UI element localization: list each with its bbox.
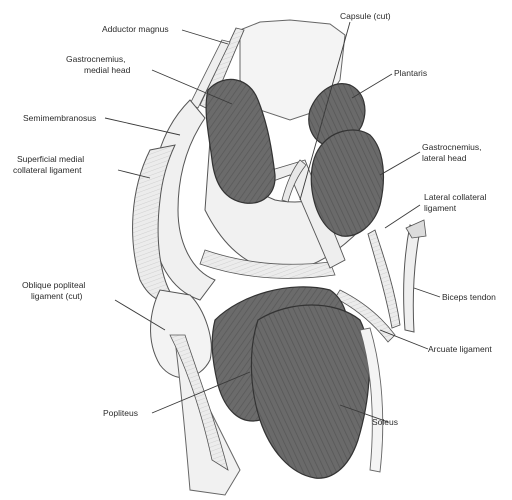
gastrocnemius-lateral-head bbox=[311, 130, 383, 236]
label-gastroc-lateral-1: Gastrocnemius, bbox=[422, 142, 482, 152]
label-capsule-cut: Capsule (cut) bbox=[340, 11, 391, 21]
label-oblique-popliteal-1: Oblique popliteal bbox=[22, 280, 85, 290]
leader-semimembranosus bbox=[105, 118, 180, 135]
label-lateral-collateral-1: Lateral collateral bbox=[424, 192, 486, 202]
biceps-tendon bbox=[404, 225, 420, 332]
label-gastroc-medial-2: medial head bbox=[84, 65, 131, 75]
leader-plantaris bbox=[352, 74, 392, 98]
label-oblique-popliteal-2: ligament (cut) bbox=[31, 291, 83, 301]
label-gastroc-medial-1: Gastrocnemius, bbox=[66, 54, 126, 64]
label-plantaris: Plantaris bbox=[394, 68, 427, 78]
label-semimembranosus: Semimembranosus bbox=[23, 113, 96, 123]
leader-gastroc-lateral bbox=[380, 152, 420, 175]
label-soleus: Soleus bbox=[372, 417, 398, 427]
label-gastroc-lateral-2: lateral head bbox=[422, 153, 467, 163]
soleus-muscle bbox=[251, 305, 369, 478]
leader-adductor-magnus bbox=[182, 30, 228, 44]
label-superficial-mcl-1: Superficial medial bbox=[17, 154, 84, 164]
label-superficial-mcl-2: collateral ligament bbox=[13, 165, 82, 175]
leader-biceps-tendon bbox=[414, 288, 440, 297]
label-arcuate-ligament: Arcuate ligament bbox=[428, 344, 492, 354]
label-adductor-magnus: Adductor magnus bbox=[102, 24, 169, 34]
label-biceps-tendon: Biceps tendon bbox=[442, 292, 496, 302]
label-lateral-collateral-2: ligament bbox=[424, 203, 457, 213]
label-popliteus: Popliteus bbox=[103, 408, 138, 418]
